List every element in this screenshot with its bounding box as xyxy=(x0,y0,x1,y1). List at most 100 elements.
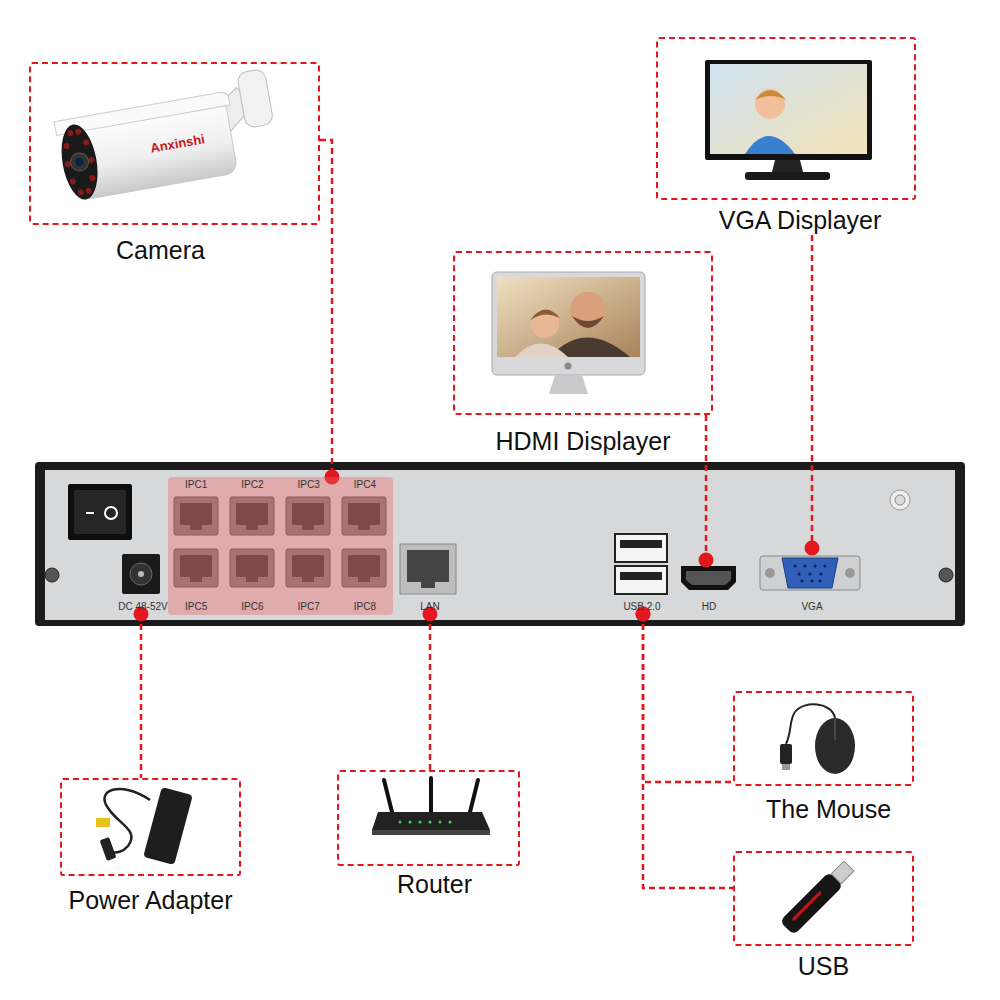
bullet-camera xyxy=(56,122,103,203)
vga-port xyxy=(765,568,775,578)
router xyxy=(372,778,490,835)
port-label: IPC7 xyxy=(298,601,320,613)
power-adapter xyxy=(143,787,193,865)
device-box: Power Adapter xyxy=(60,778,241,915)
power-switch xyxy=(68,484,132,540)
dashed-frame xyxy=(656,37,916,200)
mouse xyxy=(815,718,855,774)
port-label: VGA xyxy=(801,601,822,613)
port-label: IPC6 xyxy=(241,601,263,613)
port-label: USB 2.0 xyxy=(623,601,660,613)
port-box: DC 48-52V xyxy=(108,548,178,614)
dashed-connector xyxy=(643,614,733,782)
device-box: USB xyxy=(733,851,914,981)
dc-jack xyxy=(130,563,152,585)
dashed-connector xyxy=(320,140,332,477)
mouse xyxy=(834,719,836,740)
dashed-connector xyxy=(811,235,814,548)
hdmi-monitor xyxy=(531,310,559,338)
vga-port xyxy=(810,579,813,582)
usb-stick xyxy=(792,891,822,921)
mouse xyxy=(780,704,855,774)
vga-port xyxy=(797,572,800,575)
dashed-connector xyxy=(643,614,733,888)
router xyxy=(399,821,402,824)
vga-port xyxy=(823,564,826,567)
port-label: DC 48-52V xyxy=(118,601,167,613)
router xyxy=(384,780,392,812)
vga-port xyxy=(760,556,860,590)
lan-port xyxy=(400,544,456,594)
vga-port xyxy=(760,556,860,590)
vga-port xyxy=(845,568,855,578)
vga-monitor xyxy=(745,136,795,154)
power-switch xyxy=(74,490,126,534)
dashed-frame xyxy=(60,778,241,876)
dashed-frame xyxy=(733,691,914,786)
lan-port xyxy=(400,544,456,594)
router xyxy=(470,780,478,812)
bullet-camera xyxy=(63,142,70,149)
mouse xyxy=(782,764,790,770)
hdmi-monitor xyxy=(572,316,604,328)
dc-jack xyxy=(122,554,160,594)
device-box: Camera xyxy=(29,62,320,265)
port-label: IPC2 xyxy=(241,479,263,491)
port-label: IPC5 xyxy=(185,601,207,613)
bullet-camera xyxy=(77,189,84,196)
vga-monitor xyxy=(705,60,872,160)
router xyxy=(429,778,433,812)
router xyxy=(439,821,442,824)
lan-port xyxy=(421,582,435,588)
usb-stick xyxy=(780,872,844,936)
hdmi-monitor xyxy=(492,272,645,394)
vga-monitor xyxy=(705,60,872,180)
dashed-connector xyxy=(140,614,143,778)
device-box: The Mouse xyxy=(733,691,914,824)
port-label: IPC1 xyxy=(185,479,207,491)
hdmi-monitor xyxy=(515,344,568,358)
bullet-camera xyxy=(75,157,84,166)
port-label: IPC8 xyxy=(354,601,376,613)
vga-port xyxy=(793,564,796,567)
router xyxy=(449,821,452,824)
port-label: LAN xyxy=(420,601,439,613)
power-adapter xyxy=(96,818,110,827)
vga-port xyxy=(800,579,803,582)
dashed-connector xyxy=(429,614,432,770)
nvr-rear-panel xyxy=(895,495,905,505)
port-dot xyxy=(805,541,820,556)
mouse xyxy=(780,744,792,764)
bullet-camera xyxy=(51,68,281,202)
vga-port xyxy=(808,572,811,575)
port-dot xyxy=(699,553,714,568)
device-caption: Power Adapter xyxy=(60,886,241,915)
bullet-camera xyxy=(85,187,92,194)
dc-jack xyxy=(138,571,144,577)
bullet-camera xyxy=(89,174,96,181)
hdmi-port xyxy=(686,571,731,585)
bullet-camera xyxy=(69,152,90,173)
bullet-camera xyxy=(69,178,76,185)
vga-monitor xyxy=(755,89,785,119)
nvr-rear-panel xyxy=(939,568,953,582)
device-box: Router xyxy=(337,770,520,899)
port-label: IPC3 xyxy=(298,479,320,491)
bullet-camera xyxy=(75,128,82,135)
power-switch xyxy=(86,512,94,514)
vga-port xyxy=(803,564,806,567)
usb-stick xyxy=(780,859,856,935)
hdmi-monitor xyxy=(492,272,645,375)
hdmi-monitor xyxy=(565,363,572,370)
power-switch xyxy=(105,507,117,519)
port-box: LAN xyxy=(396,540,464,614)
vga-monitor xyxy=(755,90,786,100)
device-caption: The Mouse xyxy=(738,795,919,824)
port-box: USB 2.0 xyxy=(606,530,678,614)
hdmi-port xyxy=(681,566,736,590)
nvr-rear-panel xyxy=(45,568,59,582)
hdmi-monitor xyxy=(549,375,588,394)
usb-stick xyxy=(831,861,854,884)
vga-monitor xyxy=(745,172,830,180)
hdmi-port xyxy=(681,566,736,590)
